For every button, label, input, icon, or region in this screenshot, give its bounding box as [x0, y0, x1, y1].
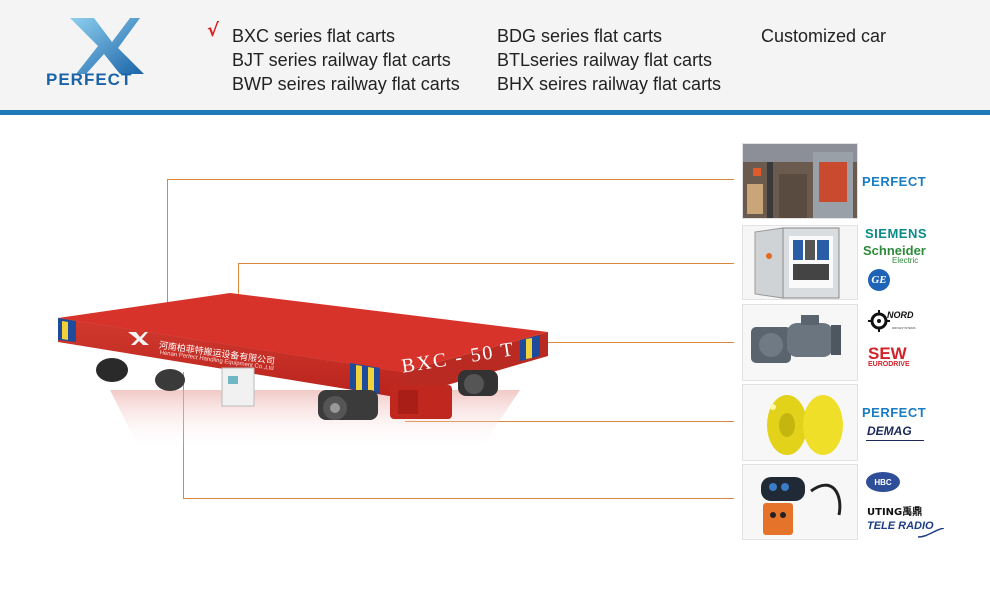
header-divider	[0, 110, 990, 115]
uting-brand-logo: UTING禹鼎	[867, 507, 923, 518]
connector-motor-h	[433, 342, 734, 343]
teleradio-brand-logo: TELE RADIO	[867, 520, 934, 532]
connector-cabinet-h	[238, 263, 734, 264]
flat-cart-illustration	[58, 293, 548, 450]
nav-link-bxc[interactable]: BXC series flat carts	[232, 26, 396, 46]
siemens-brand-logo: SIEMENS	[865, 226, 928, 241]
perfect-brand-logo-1: PERFECT	[862, 174, 927, 189]
perfect-logo-icon[interactable]	[40, 14, 170, 96]
hbc-logo-icon: HBC	[866, 472, 900, 492]
nord-gear-icon	[868, 310, 890, 332]
demag-underline	[866, 440, 924, 441]
nav-link-customized[interactable]: Customized car	[761, 26, 887, 46]
sew-brand-logo: SEW	[868, 344, 907, 363]
schneider-brand-logo: Schneider	[863, 243, 926, 258]
frame-factory-photo	[742, 143, 858, 219]
connector-wheel-h	[405, 421, 734, 422]
gear-motor-photo	[742, 304, 858, 381]
ge-brand-text: GE	[871, 274, 887, 286]
nav-link-bjt[interactable]: BJT series railway flat carts	[232, 50, 451, 70]
teleradio-swoosh-icon	[918, 528, 944, 538]
brand-logo-text: PERFECT	[46, 70, 133, 89]
remote-control-photo	[742, 464, 858, 540]
wheel-photo	[742, 384, 858, 461]
header-bar	[0, 0, 990, 110]
selected-check-icon: √	[207, 20, 220, 41]
schneider-electric-subtext: Electric	[892, 256, 919, 265]
nord-drivesystems-subtext: DRIVESYSTEMS	[892, 326, 916, 330]
electric-cabinet-photo	[742, 225, 858, 300]
connector-remote-h	[183, 498, 734, 499]
perfect-brand-logo-2: PERFECT	[862, 405, 927, 420]
connector-frame-h	[167, 179, 734, 180]
nav-link-bwp[interactable]: BWP seires railway flat carts	[232, 74, 460, 94]
connector-frame-v	[167, 179, 168, 307]
ge-logo-icon: GE	[868, 269, 890, 291]
demag-brand-logo: DEMAG	[867, 424, 912, 438]
hbc-brand-text: HBC	[874, 477, 892, 487]
nav-link-btl[interactable]: BTLseries railway flat carts	[497, 50, 713, 70]
nav-link-bdg[interactable]: BDG series flat carts	[497, 26, 663, 46]
nord-brand-logo: NORD	[887, 310, 914, 320]
nav-link-bhx[interactable]: BHX seires railway flat carts	[497, 74, 722, 94]
sew-eurodrive-subtext: EURODRIVE	[868, 361, 910, 368]
